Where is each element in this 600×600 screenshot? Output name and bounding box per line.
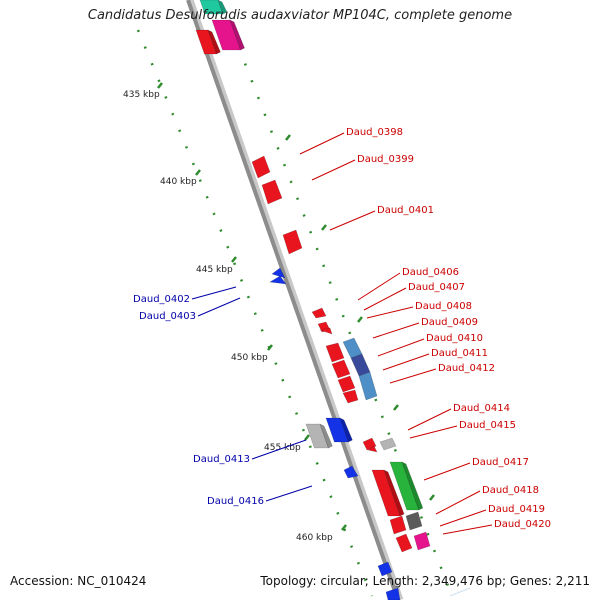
gene-label-leader bbox=[191, 286, 237, 300]
gene-block bbox=[367, 445, 378, 453]
accession-text: Accession: NC_010424 bbox=[10, 574, 147, 588]
outer-tick-track bbox=[230, 29, 454, 597]
gene-block bbox=[413, 531, 431, 551]
gene-block bbox=[385, 587, 401, 600]
gene-label: Daud_0410 bbox=[426, 333, 483, 344]
major-tick-outer bbox=[393, 404, 399, 411]
gene-label: Daud_0399 bbox=[357, 154, 414, 165]
gene-label: Daud_0408 bbox=[415, 301, 472, 312]
major-tick-inner bbox=[267, 344, 273, 351]
major-tick-inner bbox=[157, 82, 163, 89]
gene-block bbox=[389, 515, 407, 535]
scale-label: 445 kbp bbox=[196, 265, 233, 275]
scale-label: 450 kbp bbox=[231, 353, 268, 363]
gene-label: Daud_0420 bbox=[494, 519, 551, 530]
genome-backbone bbox=[186, 0, 400, 600]
gene-label-leader bbox=[372, 322, 420, 339]
gene-block bbox=[282, 229, 303, 255]
gene-label-leader bbox=[265, 485, 313, 502]
gene-block-side bbox=[401, 461, 424, 511]
gene-label: Daud_0415 bbox=[459, 420, 516, 431]
gene-block-side bbox=[339, 417, 353, 443]
gene-block bbox=[379, 437, 397, 451]
gene-block bbox=[405, 511, 423, 531]
gene-label: Daud_0411 bbox=[431, 348, 488, 359]
major-tick-inner bbox=[341, 524, 347, 531]
gene-block bbox=[342, 389, 359, 404]
scale-label: 460 kbp bbox=[296, 533, 333, 543]
gene-label: Daud_0401 bbox=[377, 205, 434, 216]
gene-label-leader bbox=[407, 408, 452, 431]
gene-label: Daud_0417 bbox=[472, 457, 529, 468]
gene-label: Daud_0416 bbox=[207, 496, 264, 507]
gene-label: Daud_0403 bbox=[139, 311, 196, 322]
gene-block-side bbox=[229, 19, 245, 51]
gene-label: Daud_0406 bbox=[402, 267, 459, 278]
gene-block bbox=[395, 533, 413, 553]
gene-block bbox=[261, 179, 283, 205]
gene-block bbox=[337, 375, 356, 393]
gene-label-leader bbox=[329, 210, 376, 231]
major-tick-outer bbox=[357, 316, 363, 323]
gene-label-leader bbox=[299, 132, 345, 155]
gene-label-leader bbox=[389, 368, 437, 384]
gene-label: Daud_0418 bbox=[482, 485, 539, 496]
gene-label: Daud_0419 bbox=[488, 504, 545, 515]
scale-label: 440 kbp bbox=[160, 177, 197, 187]
gene-label-leader bbox=[442, 524, 493, 535]
gene-label-leader bbox=[423, 462, 471, 481]
gene-block bbox=[318, 327, 333, 335]
major-tick-outer bbox=[285, 134, 291, 141]
gene-block bbox=[358, 371, 378, 401]
gene-label: Daud_0398 bbox=[346, 127, 403, 138]
gene-block-side bbox=[383, 469, 405, 517]
gene-block bbox=[271, 267, 286, 279]
inner-tick-track bbox=[136, 29, 374, 597]
gene-label-leader bbox=[435, 490, 481, 515]
gene-label: Daud_0409 bbox=[421, 317, 478, 328]
gene-block bbox=[325, 342, 345, 363]
gene-label: Daud_0402 bbox=[133, 294, 190, 305]
gene-label: Daud_0413 bbox=[193, 454, 250, 465]
gene-label: Daud_0407 bbox=[408, 282, 465, 293]
gene-label-leader bbox=[197, 297, 241, 317]
major-tick-outer bbox=[429, 494, 435, 501]
gene-block-side bbox=[217, 0, 228, 15]
map-title: Candidatus Desulforudis audaxviator MP10… bbox=[87, 8, 513, 23]
gene-label-leader bbox=[363, 287, 407, 311]
scale-label: 435 kbp bbox=[123, 90, 160, 100]
gene-label-leader bbox=[366, 306, 414, 319]
gene-label: Daud_0414 bbox=[453, 403, 510, 414]
gene-block bbox=[377, 561, 393, 577]
gene-label-leader bbox=[251, 439, 307, 460]
gene-label-leader bbox=[377, 338, 425, 357]
gene-block-side bbox=[319, 423, 333, 449]
gene-label-leader bbox=[439, 509, 487, 527]
gene-label-leader bbox=[357, 272, 401, 301]
gene-label-leader bbox=[311, 159, 356, 181]
major-tick-inner bbox=[304, 434, 310, 441]
gene-block bbox=[311, 307, 327, 319]
major-tick-outer bbox=[321, 224, 327, 231]
gene-block bbox=[343, 465, 359, 479]
topology-text: Topology: circular; Length: 2,349,476 bp… bbox=[260, 574, 590, 588]
gene-block bbox=[350, 353, 371, 377]
gene-block bbox=[251, 155, 271, 179]
gene-block bbox=[331, 359, 351, 379]
gene-block-side bbox=[207, 29, 221, 55]
gene-label: Daud_0412 bbox=[438, 363, 495, 374]
gene-label-leader bbox=[382, 353, 430, 371]
gene-block bbox=[269, 275, 287, 285]
major-tick-inner bbox=[231, 256, 237, 263]
gene-label-leader bbox=[409, 425, 458, 439]
major-tick-inner bbox=[195, 169, 201, 176]
arc-fragment bbox=[449, 587, 471, 597]
